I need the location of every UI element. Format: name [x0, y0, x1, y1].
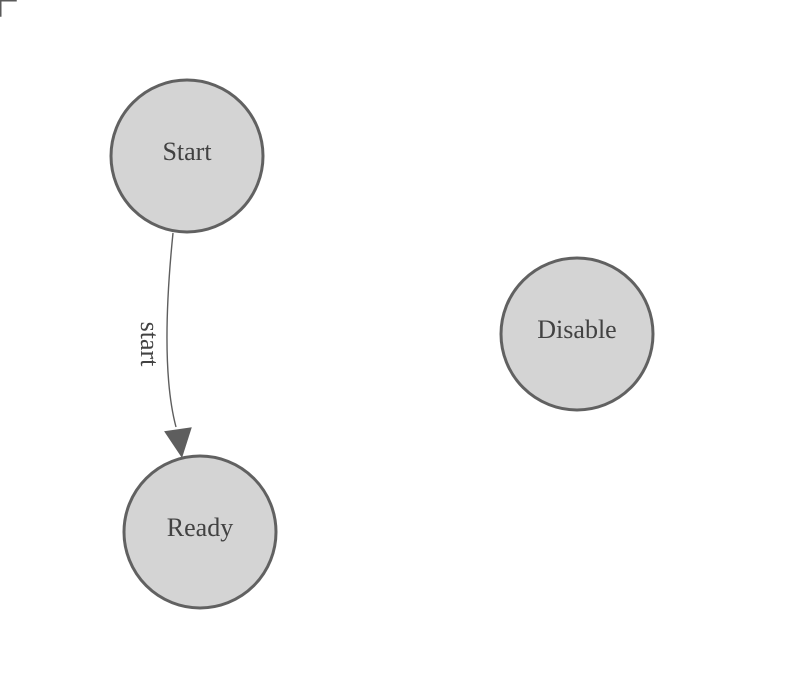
corner-mark: [0, 0, 17, 17]
state-label: Disable: [537, 315, 616, 344]
transition-start-to-ready[interactable]: start: [135, 232, 192, 458]
state-node-disable[interactable]: Disable: [499, 256, 655, 412]
transition-label: start: [135, 322, 164, 368]
transition-path[interactable]: [166, 232, 177, 428]
state-node-ready[interactable]: Ready: [122, 454, 278, 610]
state-circle[interactable]: [499, 256, 655, 412]
state-circle[interactable]: [122, 454, 278, 610]
state-node-start[interactable]: Start: [109, 78, 265, 234]
state-label: Ready: [167, 513, 233, 542]
state-circle[interactable]: [109, 78, 265, 234]
arrowhead-icon: [164, 427, 192, 458]
state-label: Start: [162, 137, 212, 166]
